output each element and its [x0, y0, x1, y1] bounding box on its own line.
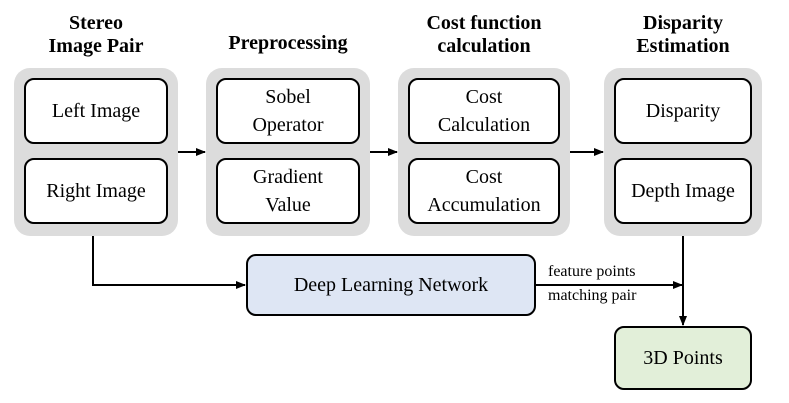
edge-label-matching-pair: matching pair: [548, 287, 637, 304]
gradient-value-box: Gradient Value: [216, 158, 360, 224]
stage-title-disparity-estimation: Disparity Estimation: [636, 12, 730, 57]
sobel-operator-box: Sobel Operator: [216, 78, 360, 144]
stage-title-cost-function-calculation: Cost function calculation: [426, 12, 542, 57]
arrow-right-image-to-network: [92, 236, 246, 289]
deep-learning-network-box: Deep Learning Network: [246, 254, 536, 316]
stage-title-preprocessing: Preprocessing: [228, 32, 348, 54]
depth-image-box: Depth Image: [614, 158, 752, 224]
cost-calculation-box: Cost Calculation: [408, 78, 560, 144]
left-image-box: Left Image: [24, 78, 168, 144]
stage-title-stereo-image-pair: Stereo Image Pair: [48, 12, 144, 57]
3d-points-box: 3D Points: [614, 326, 752, 390]
cost-accumulation-box: Cost Accumulation: [408, 158, 560, 224]
right-image-box: Right Image: [24, 158, 168, 224]
edge-label-feature-points: feature points: [548, 263, 636, 280]
disparity-box: Disparity: [614, 78, 752, 144]
